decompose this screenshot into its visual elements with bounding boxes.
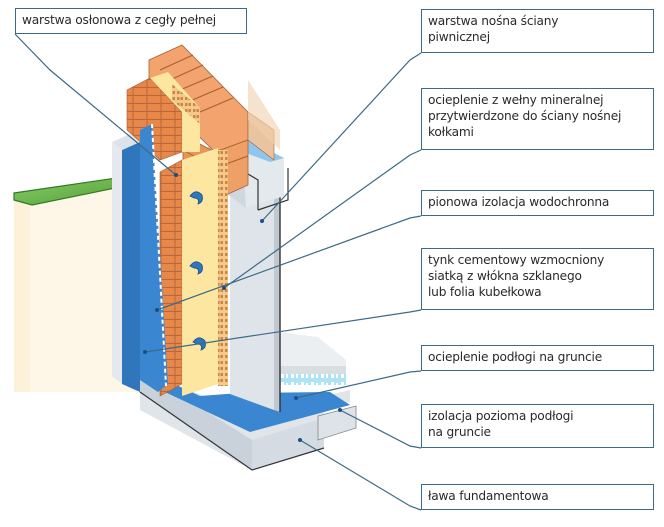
label-line: pionowa izolacja wodochronna bbox=[428, 195, 610, 209]
label-line: ocieplenie z wełny mineralnej bbox=[428, 93, 604, 107]
label-line: tynk cementowy wzmocniony bbox=[428, 253, 605, 267]
label-line: piwnicznej bbox=[428, 30, 490, 44]
soil-block bbox=[13, 174, 141, 392]
label-outer-brick-layer: warstwa osłonowa z cegły pełnej bbox=[15, 8, 247, 34]
label-line: siatką z włókna szklanego bbox=[428, 269, 582, 283]
label-cement-plaster: tynk cementowy wzmocniony siatką z włókn… bbox=[421, 248, 654, 310]
label-line: izolacja pozioma podłogi bbox=[428, 409, 574, 423]
label-load-bearing-wall: warstwa nośna ściany piwnicznej bbox=[421, 9, 654, 53]
label-mineral-wool: ocieplenie z wełny mineralnej przytwierd… bbox=[421, 88, 654, 150]
label-line: warstwa osłonowa z cegły pełnej bbox=[22, 13, 216, 27]
label-line: ława fundamentowa bbox=[428, 489, 549, 503]
label-line: kołkami bbox=[428, 125, 474, 139]
vertical-waterproofing bbox=[112, 123, 168, 392]
floor-insulation bbox=[278, 374, 346, 385]
label-line: lub folia kubełkowa bbox=[428, 285, 542, 299]
label-horizontal-insulation: izolacja pozioma podłogi na gruncie bbox=[421, 404, 654, 448]
floor-slab bbox=[278, 332, 346, 385]
leader-lines bbox=[14, 33, 422, 511]
leader-vertical-waterproofing bbox=[156, 215, 422, 311]
label-line: na gruncie bbox=[428, 425, 491, 439]
anchor-icon bbox=[189, 191, 203, 205]
leader-footing bbox=[299, 439, 422, 511]
label-floor-insulation: ocieplenie podłogi na gruncie bbox=[421, 345, 654, 371]
label-vertical-waterproofing: pionowa izolacja wodochronna bbox=[421, 190, 654, 216]
label-line: warstwa nośna ściany bbox=[428, 14, 559, 28]
leader-outer-layer bbox=[14, 33, 177, 176]
leader-dots bbox=[143, 173, 342, 442]
label-line: przytwierdzone do ściany nośnej bbox=[428, 109, 622, 123]
horizontal-waterproofing bbox=[148, 372, 350, 432]
leader-wool bbox=[223, 149, 422, 289]
leader-load-bearing bbox=[261, 52, 422, 222]
leader-cement-plaster bbox=[144, 309, 422, 353]
anchor-icon bbox=[189, 261, 203, 275]
label-line: ocieplenie podłogi na gruncie bbox=[428, 350, 603, 364]
leader-horizontal-insulation bbox=[339, 409, 422, 449]
leader-floor-insulation bbox=[295, 370, 422, 399]
label-footing: ława fundamentowa bbox=[421, 484, 654, 510]
